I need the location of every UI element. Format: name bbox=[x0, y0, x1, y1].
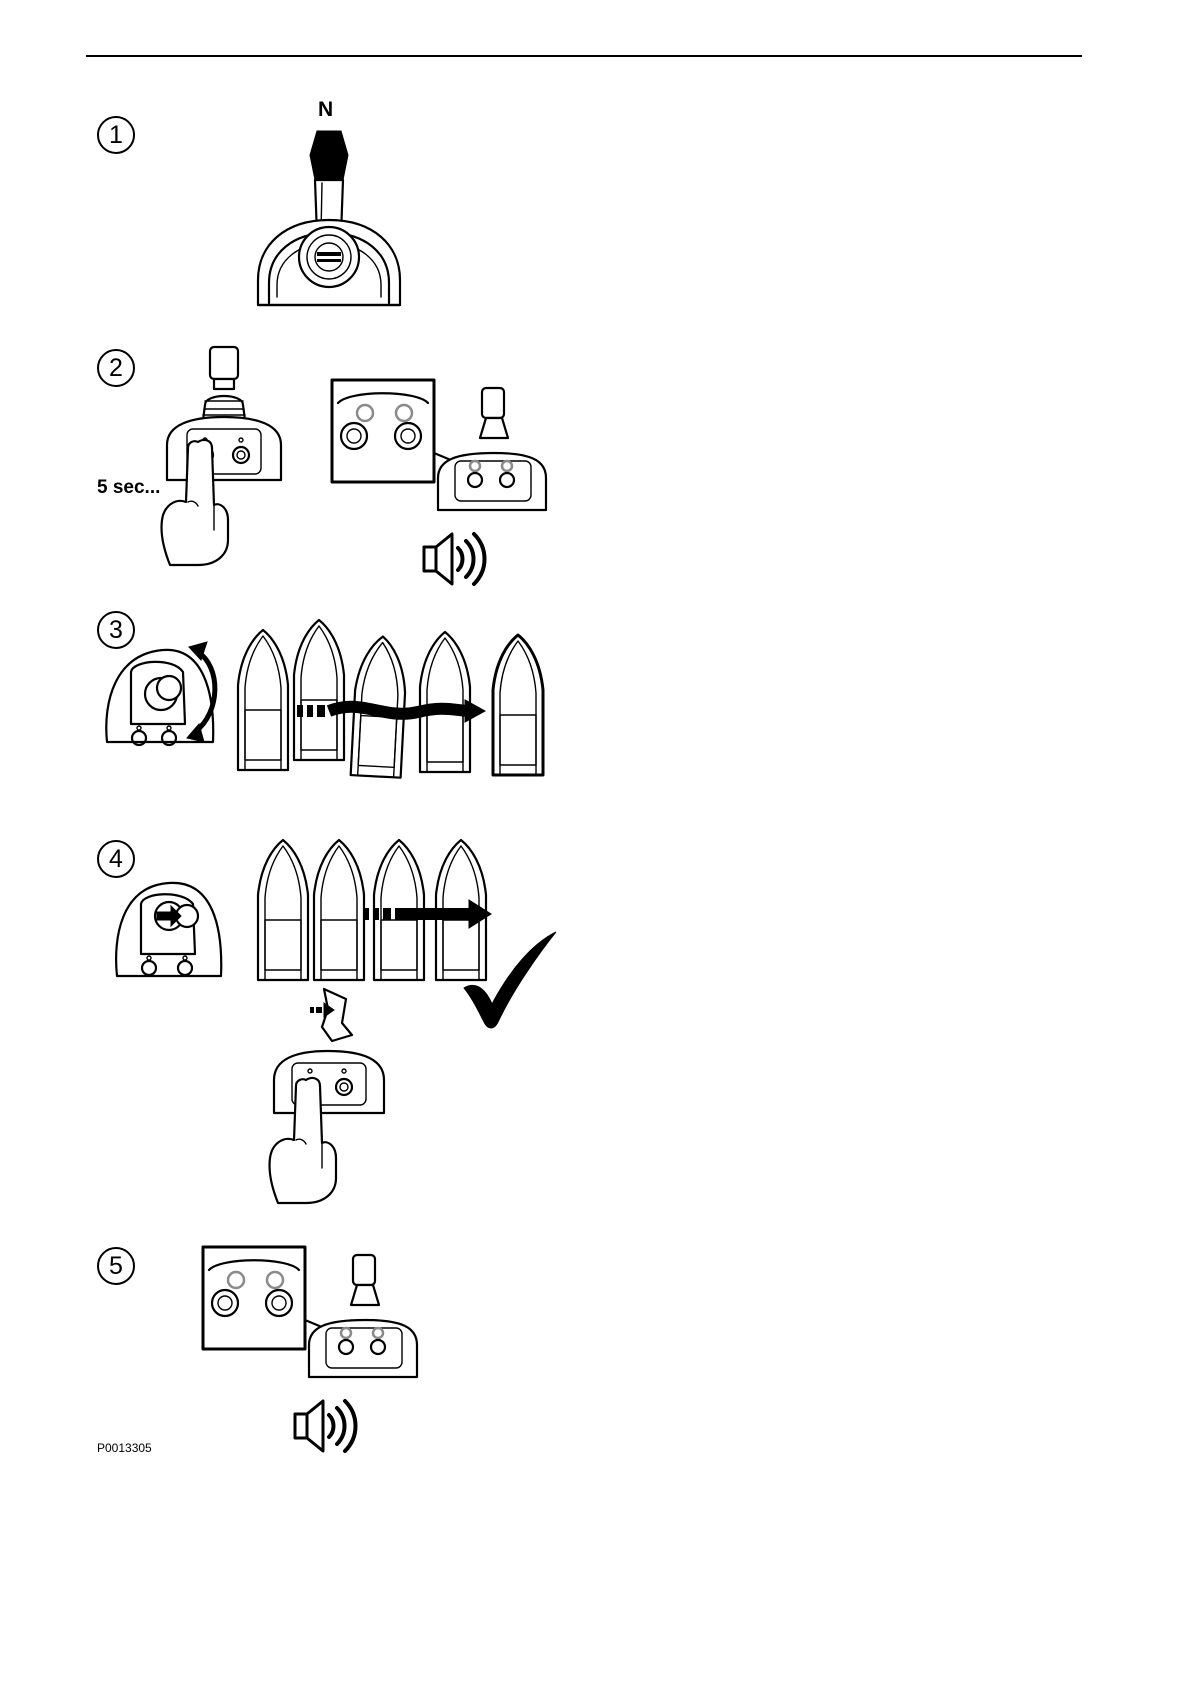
figure-code: P0013305 bbox=[97, 1441, 152, 1455]
boat-icon bbox=[238, 630, 288, 770]
finger-press-icon bbox=[266, 1078, 356, 1208]
speaker-icon bbox=[293, 1397, 363, 1455]
boats-turning-group bbox=[233, 620, 553, 780]
top-rule bbox=[86, 55, 1082, 57]
neutral-label: N bbox=[318, 98, 333, 122]
speaker-icon bbox=[422, 530, 492, 588]
step-number-5: 5 bbox=[97, 1247, 135, 1285]
checkmark-icon bbox=[460, 930, 560, 1030]
step-number-1: 1 bbox=[97, 116, 135, 154]
boat-icon bbox=[314, 840, 364, 980]
boat-icon bbox=[258, 840, 308, 980]
boat-icon bbox=[294, 620, 344, 760]
finger-press-icon bbox=[158, 440, 248, 570]
boat-icon bbox=[420, 632, 470, 772]
control-panel-zoom bbox=[201, 1245, 421, 1380]
control-panel-zoom bbox=[330, 378, 550, 513]
step-number-2: 2 bbox=[97, 349, 135, 387]
joystick-top-view-icon bbox=[113, 868, 225, 983]
joystick-top-view-icon bbox=[103, 632, 233, 757]
duration-label: 5 sec... bbox=[97, 477, 160, 499]
control-lever-icon bbox=[255, 125, 405, 310]
boat-icon bbox=[493, 635, 543, 775]
